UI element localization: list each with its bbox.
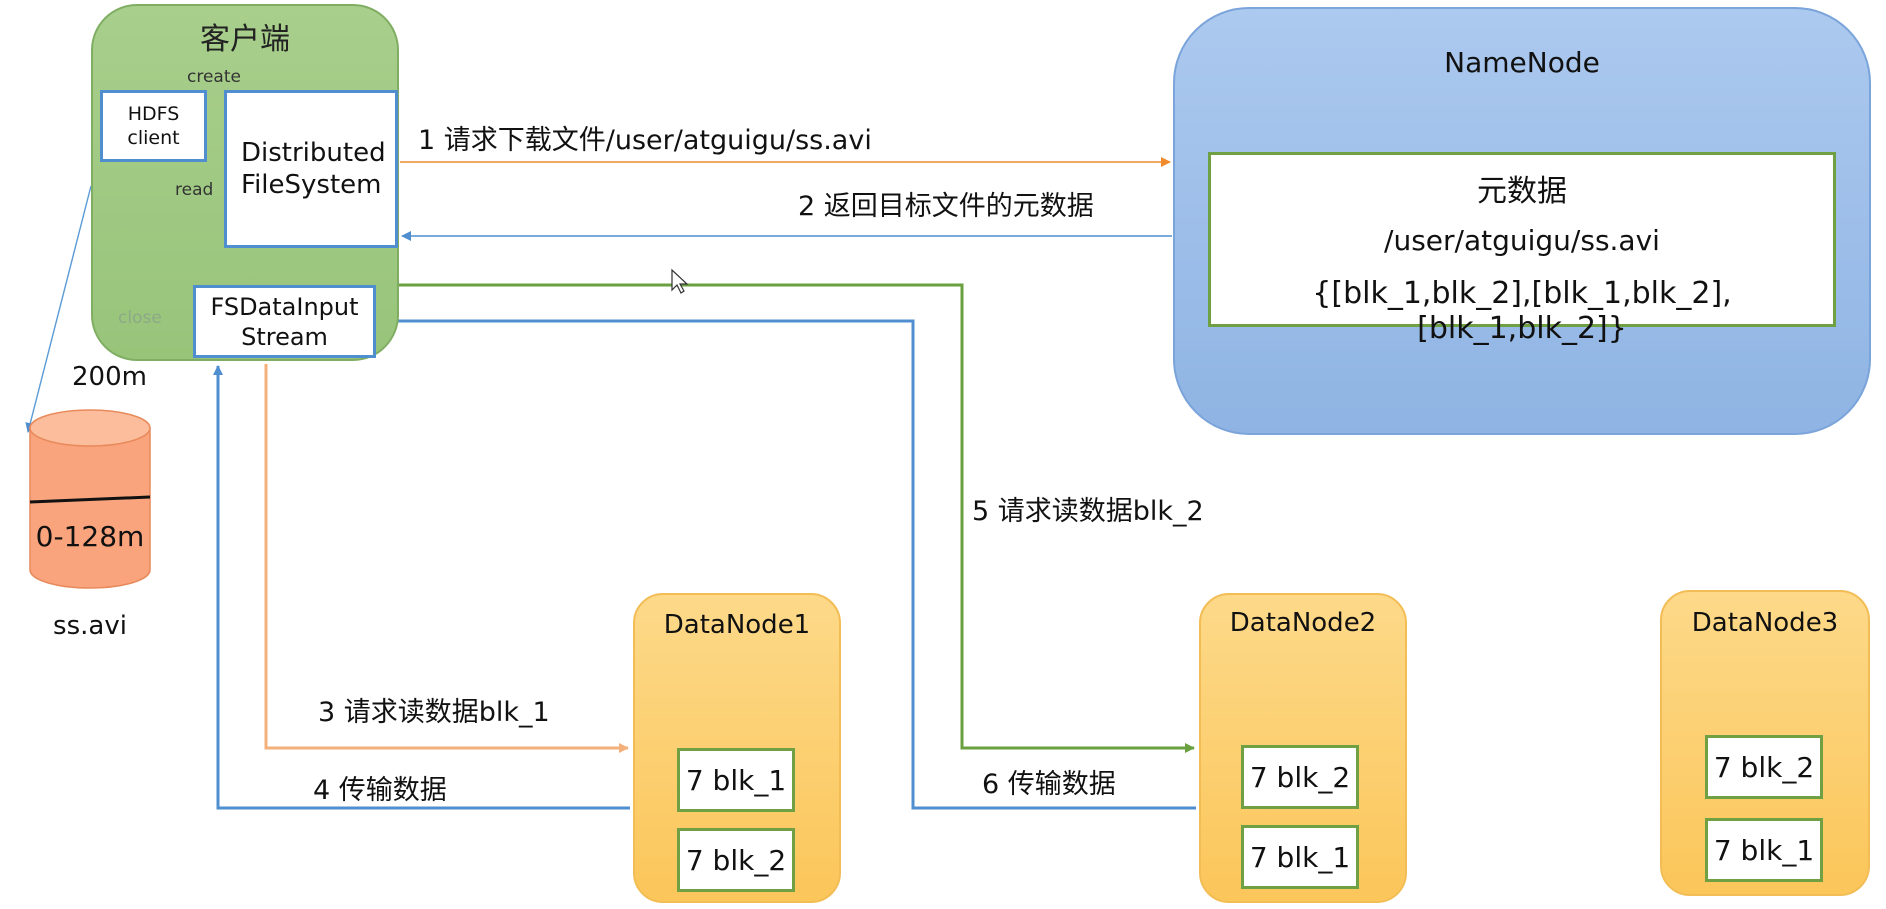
arrow-to-file [25,185,92,433]
step3-label: 3 请求读数据blk_1 [318,697,550,728]
file-size-label: 200m [72,362,147,392]
label-read: read [175,180,214,200]
cursor-icon [671,268,689,294]
datanode2-block-2: 7 blk_1 [1241,825,1359,889]
datanode1-block-2: 7 blk_2 [677,828,795,892]
step2-label: 2 返回目标文件的元数据 [798,191,1094,222]
datanode3-block-2: 7 blk_1 [1705,818,1823,882]
datanode1-title: DataNode1 [663,610,811,640]
datanode3-block-1: 7 blk_2 [1705,735,1823,799]
namenode-title: NameNode [1444,46,1600,79]
file-cylinder [29,409,151,589]
hdfs-client-label: HDFS client [127,103,180,149]
file-name-label: ss.avi [53,611,127,641]
label-close: close [118,308,162,328]
distributed-filesystem-label: Distributed FileSystem [241,138,386,200]
step1-label: 1 请求下载文件/user/atguigu/ss.avi [418,125,872,156]
fsdatainputstream-label: FSDataInputStream [210,292,359,351]
step5-label: 5 请求读数据blk_2 [972,496,1204,527]
metadata-blocks: {[blk_1,blk_2],[blk_1,blk_2],[blk_1,blk_… [1312,276,1732,346]
metadata-title: 元数据 [1477,174,1567,209]
label-create: create [187,67,241,87]
metadata-box [1208,152,1836,327]
metadata-path: /user/atguigu/ss.avi [1384,224,1660,257]
step4-label: 4 传输数据 [313,775,447,806]
datanode1-block-1: 7 blk_1 [677,748,795,812]
datanode2-block-1: 7 blk_2 [1241,745,1359,809]
hdfs-client-box: HDFS client [100,90,207,162]
fsdatainputstream-box: FSDataInputStream [193,285,376,358]
step6-label: 6 传输数据 [982,769,1116,800]
arrow-step4 [213,365,630,810]
datanode3-title: DataNode3 [1691,608,1839,638]
datanode2-title: DataNode2 [1229,608,1377,638]
distributed-filesystem-box: Distributed FileSystem [224,90,398,248]
client-title: 客户端 [200,22,290,57]
file-range-label: 0-128m [35,520,145,553]
